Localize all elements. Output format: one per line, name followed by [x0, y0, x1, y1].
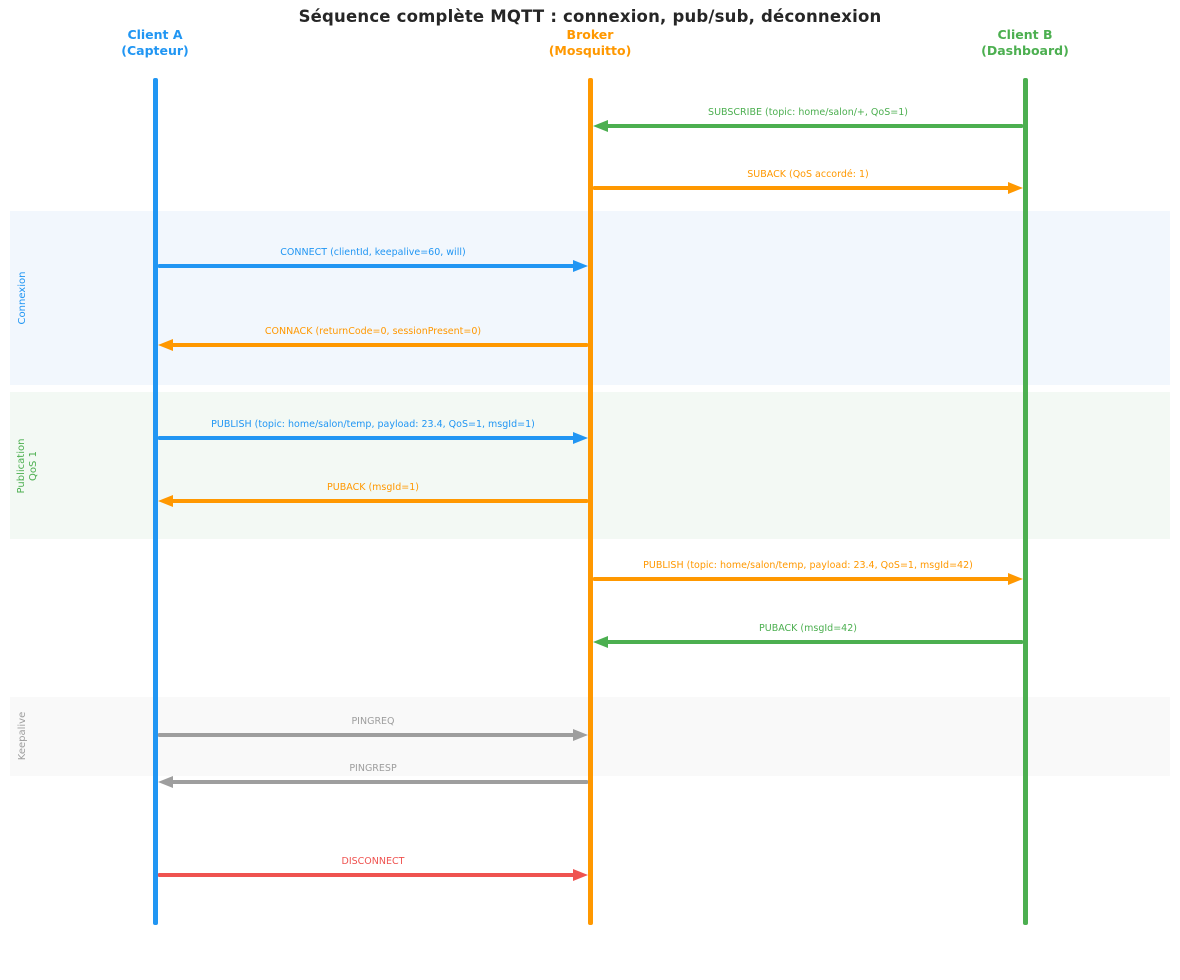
message-suback-label: SUBACK (QoS accordé: 1) — [747, 169, 869, 180]
lifeline-client-b — [1023, 78, 1028, 925]
message-suback: SUBACK (QoS accordé: 1) — [593, 168, 1023, 194]
message-puback-1-label: PUBACK (msgId=1) — [327, 482, 419, 493]
message-connack-label: CONNACK (returnCode=0, sessionPresent=0) — [264, 326, 482, 337]
diagram-title: Séquence complète MQTT : connexion, pub/… — [298, 7, 882, 26]
actor-client-a-name: Client A — [127, 27, 183, 42]
actor-broker-name: Broker — [566, 27, 614, 42]
message-pingreq-label: PINGREQ — [351, 716, 395, 727]
arrow-right-icon — [158, 869, 588, 881]
section-label-publication-qos1: Publication QoS 1 — [16, 438, 39, 494]
arrow-right-icon — [158, 260, 588, 272]
message-puback-42: PUBACK (msgId=42) — [593, 622, 1023, 648]
actor-broker-role: (Mosquitto) — [548, 43, 632, 58]
message-disconnect-label: DISCONNECT — [341, 856, 405, 867]
arrow-right-icon — [593, 182, 1023, 194]
actor-client-a-role: (Capteur) — [121, 43, 189, 58]
arrow-left-icon — [593, 636, 1023, 648]
lifeline-broker — [588, 78, 593, 925]
message-subscribe: SUBSCRIBE (topic: home/salon/+, QoS=1) — [593, 106, 1023, 132]
message-connect: CONNECT (clientId, keepalive=60, will) — [158, 246, 588, 272]
arrow-right-icon — [158, 729, 588, 741]
arrow-right-icon — [158, 432, 588, 444]
arrow-left-icon — [158, 339, 588, 351]
arrow-left-icon — [158, 495, 588, 507]
message-pingresp: PINGRESP — [158, 762, 588, 788]
message-connect-label: CONNECT (clientId, keepalive=60, will) — [280, 247, 466, 258]
message-publish-qos1-label: PUBLISH (topic: home/salon/temp, payload… — [211, 419, 535, 430]
message-disconnect: DISCONNECT — [158, 855, 588, 881]
section-label-connexion: Connexion — [17, 271, 28, 325]
actor-client-b-role: (Dashboard) — [981, 43, 1069, 58]
arrow-right-icon — [593, 573, 1023, 585]
arrow-left-icon — [593, 120, 1023, 132]
arrow-left-icon — [158, 776, 588, 788]
message-publish-qos1: PUBLISH (topic: home/salon/temp, payload… — [158, 418, 588, 444]
actor-client-b-name: Client B — [997, 27, 1053, 42]
message-subscribe-label: SUBSCRIBE (topic: home/salon/+, QoS=1) — [708, 107, 908, 118]
message-connack: CONNACK (returnCode=0, sessionPresent=0) — [158, 325, 588, 351]
message-puback-42-label: PUBACK (msgId=42) — [759, 623, 857, 634]
message-publish-forward-label: PUBLISH (topic: home/salon/temp, payload… — [643, 560, 973, 571]
message-publish-forward: PUBLISH (topic: home/salon/temp, payload… — [593, 559, 1023, 585]
actor-client-a: Client A (Capteur) — [45, 27, 265, 59]
actor-client-b: Client B (Dashboard) — [915, 27, 1135, 59]
message-puback-1: PUBACK (msgId=1) — [158, 481, 588, 507]
section-label-keepalive: Keepalive — [17, 711, 28, 761]
lifeline-client-a — [153, 78, 158, 925]
message-pingresp-label: PINGRESP — [349, 763, 397, 774]
actor-broker: Broker (Mosquitto) — [480, 27, 700, 59]
message-pingreq: PINGREQ — [158, 715, 588, 741]
